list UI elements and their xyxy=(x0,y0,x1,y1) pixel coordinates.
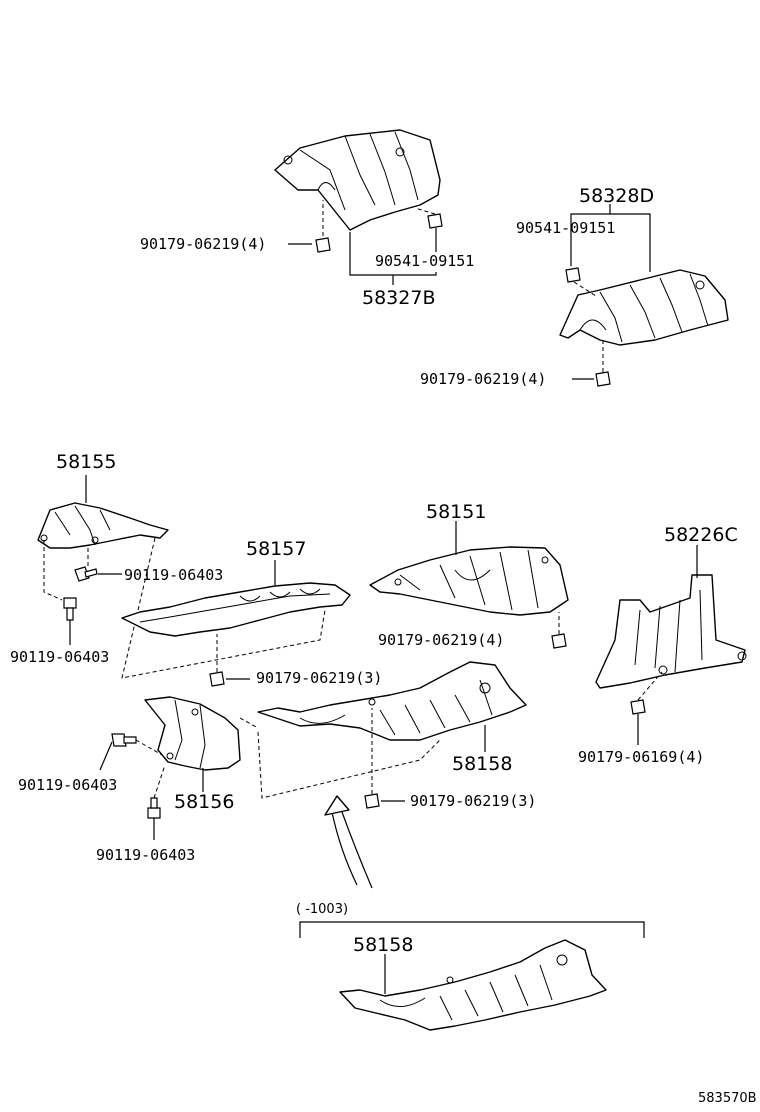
nut-icon xyxy=(630,699,646,715)
fastener-label: 90179-06219(4) xyxy=(140,235,266,253)
part-number-58156[interactable]: 58156 xyxy=(174,791,234,813)
part-58157-insulator[interactable] xyxy=(121,582,351,637)
fastener-label: 90119-06403 xyxy=(10,648,109,666)
fastener-label: 90119-06403 xyxy=(18,776,117,794)
fastener-label: 90119-06403 xyxy=(96,846,195,864)
fastener-label: 90179-06219(4) xyxy=(420,370,546,388)
part-58158-insulator[interactable] xyxy=(257,661,527,741)
fastener-label: 90179-06219(3) xyxy=(256,669,382,687)
variant-bracket xyxy=(299,921,645,938)
fastener-label: 90541-09151 xyxy=(516,219,615,237)
fastener-label: 90541-09151 xyxy=(375,252,474,270)
part-number-58158-variant[interactable]: 58158 xyxy=(353,934,413,956)
nut-icon xyxy=(364,793,380,809)
part-number-58151[interactable]: 58151 xyxy=(426,501,486,523)
fastener-label: 90119-06403 xyxy=(124,566,223,584)
part-number-58157[interactable]: 58157 xyxy=(246,538,306,560)
part-58155-insulator[interactable] xyxy=(37,502,169,549)
diagram-code: 583570B xyxy=(698,1091,757,1106)
variant-arrow xyxy=(324,795,373,889)
fastener-label: 90179-06219(4) xyxy=(378,631,504,649)
bolt-icon xyxy=(111,733,137,747)
part-number-58328d[interactable]: 58328D xyxy=(579,185,654,207)
nut-icon xyxy=(551,633,567,649)
part-number-58226c[interactable]: 58226C xyxy=(664,524,738,546)
bolt-icon xyxy=(63,597,77,621)
part-58327b-insulator[interactable] xyxy=(274,129,441,231)
part-58328d-insulator[interactable] xyxy=(559,269,729,346)
part-58158-insulator-variant[interactable] xyxy=(339,939,607,1031)
fastener-label: 90179-06219(3) xyxy=(410,792,536,810)
nut-icon xyxy=(595,371,611,387)
nut-icon xyxy=(565,267,581,283)
nut-icon xyxy=(315,237,331,253)
bolt-icon xyxy=(147,797,161,819)
part-58226c-insulator[interactable] xyxy=(595,574,747,689)
part-number-58327b[interactable]: 58327B xyxy=(362,287,435,309)
bolt-icon xyxy=(74,566,98,582)
date-range: ( -1003) xyxy=(296,902,348,917)
part-number-58155[interactable]: 58155 xyxy=(56,451,116,473)
part-58151-insulator[interactable] xyxy=(369,546,569,616)
nut-icon xyxy=(427,213,443,229)
nut-icon xyxy=(209,671,225,687)
part-58156-insulator[interactable] xyxy=(144,696,241,771)
part-number-58158[interactable]: 58158 xyxy=(452,753,512,775)
fastener-label: 90179-06169(4) xyxy=(578,748,704,766)
